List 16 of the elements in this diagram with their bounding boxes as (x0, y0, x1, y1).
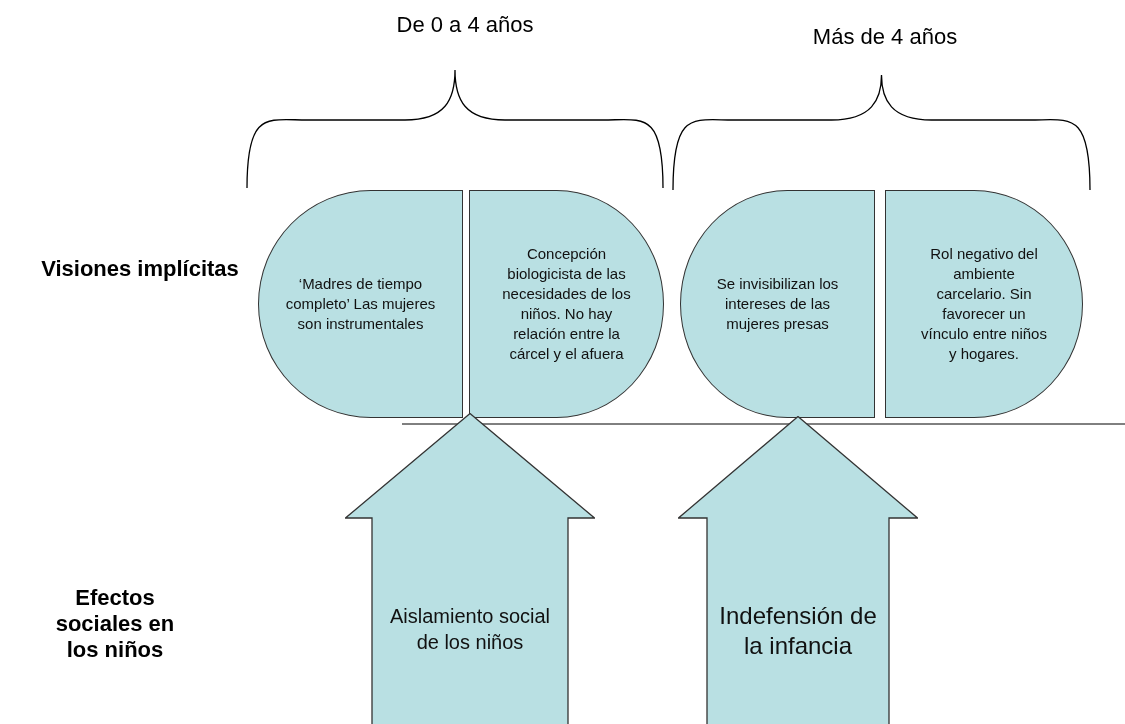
arrow-text: Indefensión de la infancia (718, 601, 878, 661)
half-round-shape (469, 190, 664, 418)
half-round-shape (258, 190, 463, 418)
shape-text: Rol negativo del ambiente carcelario. Sin favorecer un vínculo entre niños y hogares. (920, 244, 1048, 364)
block-arrow (678, 416, 918, 724)
shape-text: Se invisibilizan los intereses de las mujeres presas (715, 274, 840, 334)
row-heading: Efectos sociales en los niños (54, 585, 176, 663)
row-heading: Visiones implícitas (40, 256, 240, 282)
group-heading: Más de 4 años (811, 24, 959, 50)
shape-text: ‘Madres de tiempo completo’ Las mujeres son instrumentales (284, 274, 437, 334)
arrow-text: Aislamiento social de los niños (388, 604, 552, 655)
block-arrow (345, 413, 595, 724)
half-round-shape (680, 190, 875, 418)
shape-text: Concepción biologicista de las necesidades de los niños. No hay relación entre la cárcel y el afuera (501, 244, 632, 364)
half-round-shape (885, 190, 1083, 418)
group-heading: De 0 a 4 años (395, 12, 535, 38)
